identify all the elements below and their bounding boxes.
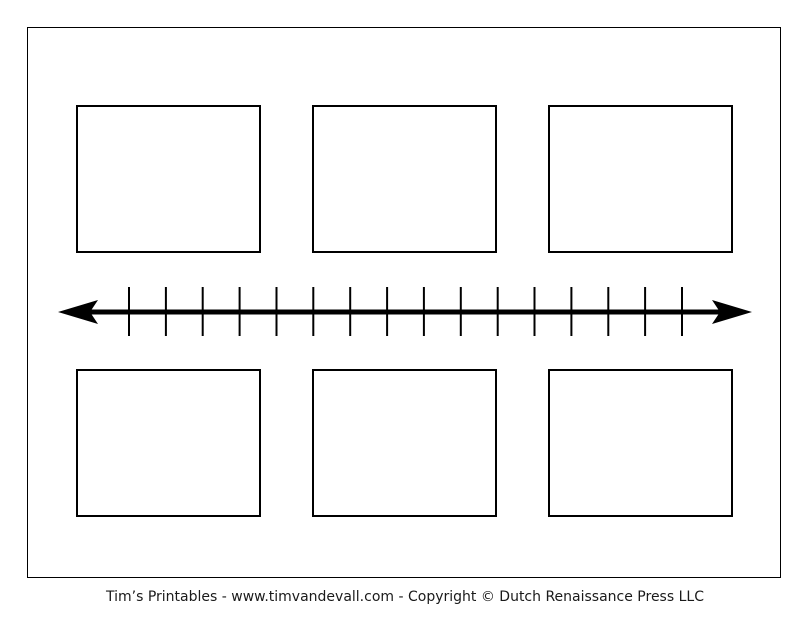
timeline-left-arrow bbox=[58, 300, 98, 324]
event-box-top-2 bbox=[312, 105, 497, 253]
footer-credit: Tim’s Printables - www.timvandevall.com … bbox=[106, 589, 704, 605]
timeline-ticks bbox=[128, 287, 683, 336]
printable-page-border bbox=[27, 27, 781, 578]
event-box-bottom-3 bbox=[548, 369, 733, 517]
timeline-right-arrow bbox=[712, 300, 752, 324]
event-box-bottom-2 bbox=[312, 369, 497, 517]
event-box-top-1 bbox=[76, 105, 261, 253]
event-box-bottom-1 bbox=[76, 369, 261, 517]
event-box-top-3 bbox=[548, 105, 733, 253]
timeline bbox=[58, 287, 752, 336]
